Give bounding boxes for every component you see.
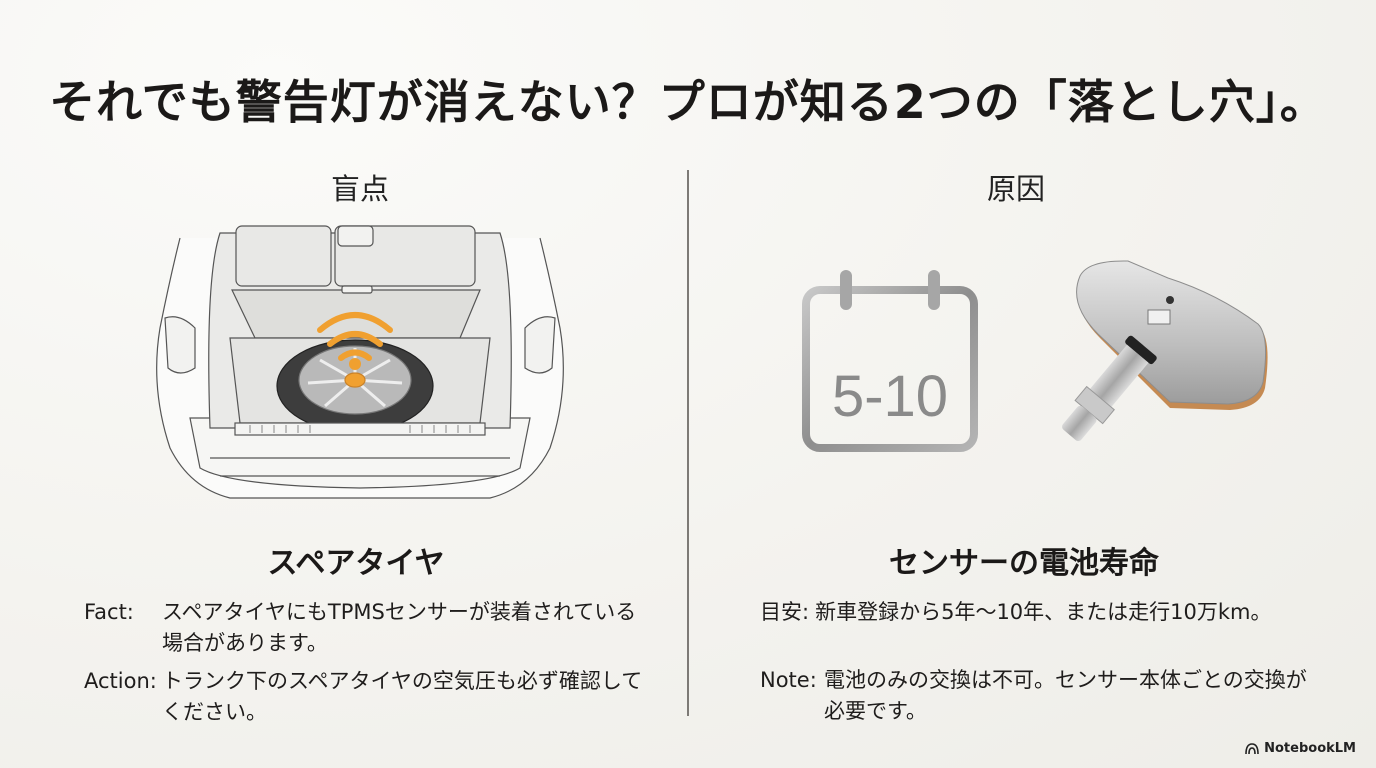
card-title-spare-tire: スペアタイヤ (267, 546, 445, 581)
guideline-item: 目安: 新車登録から5年～10年、または走行10万km。 (760, 597, 1340, 628)
section-label-blind-spot: 盲点 (330, 172, 389, 206)
note-label: Note: (760, 668, 817, 692)
card-title-sensor-battery: センサーの電池寿命 (889, 546, 1159, 581)
car-trunk-illustration (150, 218, 570, 518)
note-text: 電池のみの交換は不可。センサー本体ごとの交換が必要です。 (824, 668, 1307, 723)
brand-watermark: NotebookLM (1245, 741, 1356, 756)
fact-item: Fact: スペアタイヤにもTPMSセンサーが装着されている場合があります。 (84, 597, 644, 659)
section-label-cause: 原因 (986, 172, 1045, 206)
brand-name: NotebookLM (1264, 741, 1356, 756)
calendar-icon: 5-10 (800, 268, 980, 454)
column-divider (687, 170, 689, 716)
notebooklm-logo-icon (1245, 742, 1259, 754)
guideline-label: 目安: (760, 600, 810, 624)
action-label: Action: (84, 669, 157, 693)
tpms-sensor-illustration (1020, 258, 1280, 468)
fact-label: Fact: (84, 600, 134, 624)
calendar-years-text: 5-10 (832, 364, 948, 429)
page-title: それでも警告灯が消えない？プロが知る2つの「落とし穴」。 (49, 75, 1327, 129)
action-text: トランク下のスペアタイヤの空気圧も必ず確認してください。 (162, 669, 643, 724)
guideline-text: 新車登録から5年～10年、または走行10万km。 (815, 600, 1272, 624)
action-item: Action: トランク下のスペアタイヤの空気圧も必ず確認してください。 (84, 666, 644, 728)
note-item: Note: 電池のみの交換は不可。センサー本体ごとの交換が必要です。 (760, 665, 1320, 727)
wireless-signal-icon (317, 312, 393, 361)
fact-text: スペアタイヤにもTPMSセンサーが装着されている場合があります。 (162, 600, 637, 655)
